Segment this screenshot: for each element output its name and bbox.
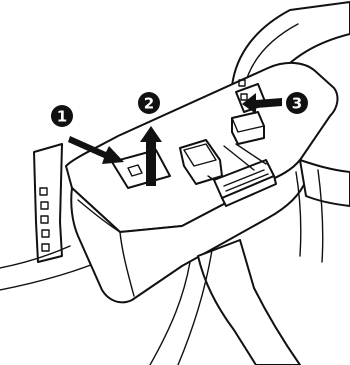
wrist-band-right	[296, 160, 350, 262]
small-connector	[232, 112, 264, 144]
callout-2-badge: 2	[138, 92, 160, 114]
callout-1-label: 1	[57, 108, 67, 126]
left-strap	[34, 144, 62, 262]
callout-2-label: 2	[144, 95, 154, 113]
callout-3-label: 3	[292, 95, 302, 113]
callout-3-badge: 3	[286, 92, 308, 114]
callout-1-badge: 1	[51, 105, 73, 127]
